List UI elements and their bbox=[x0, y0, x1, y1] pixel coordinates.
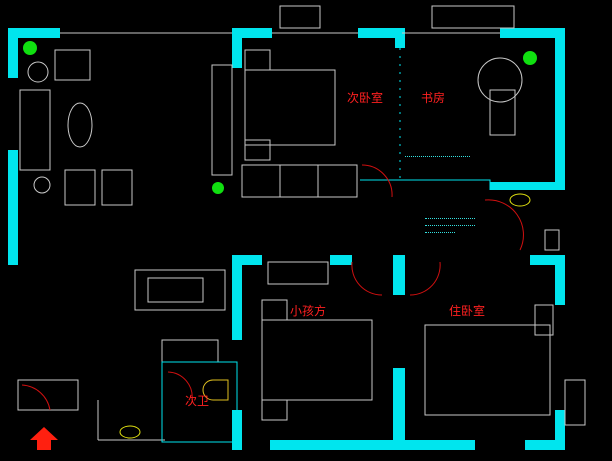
furniture bbox=[19, 49, 560, 421]
room-label-master-bedroom: 住卧室 bbox=[449, 304, 486, 318]
inner-cyan-lines bbox=[161, 48, 491, 443]
annotation-note bbox=[425, 232, 455, 235]
fixtures bbox=[119, 193, 531, 439]
room-label-second-bathroom: 次卫 bbox=[185, 394, 210, 408]
thin-walls bbox=[17, 5, 586, 441]
room-label-second-bedroom: 次卧室 bbox=[347, 91, 384, 105]
room-label-kids-room: 小孩方 bbox=[290, 304, 327, 318]
room-label-study: 书房 bbox=[421, 91, 446, 105]
annotation-note bbox=[425, 218, 475, 221]
doors bbox=[21, 164, 524, 411]
annotation-note bbox=[405, 156, 470, 159]
entrance-arrow-icon bbox=[30, 427, 58, 450]
plants bbox=[23, 41, 537, 194]
annotation-note bbox=[425, 225, 475, 228]
